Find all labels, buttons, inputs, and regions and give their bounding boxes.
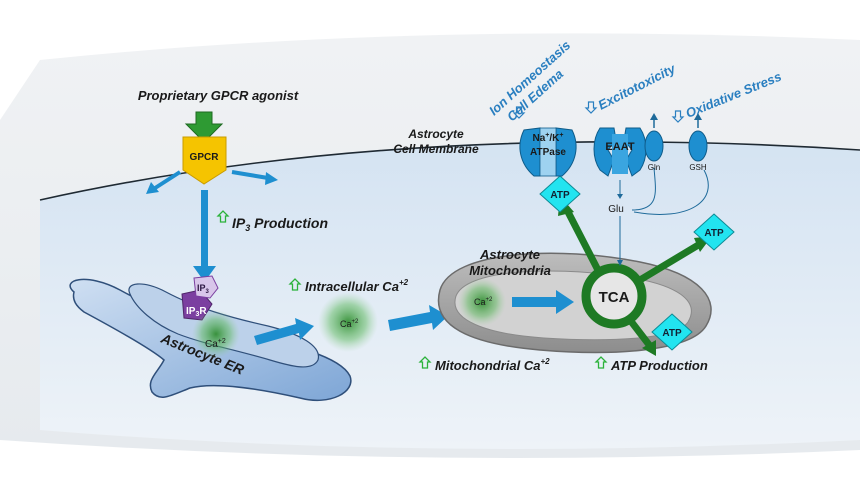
nak-label-line2: ATPase (530, 147, 566, 158)
atp-production-label: ATP Production (594, 356, 708, 373)
down-arrow-icon (671, 110, 685, 123)
up-arrow-icon (594, 356, 608, 369)
tca-to-atp-up-right-arrow (638, 240, 702, 284)
nak-na: Na (533, 133, 546, 144)
nak-k: /K (549, 133, 560, 144)
tca-label: TCA (599, 289, 630, 306)
mito-ca-sup: +2 (540, 357, 550, 366)
ca-er-sup: +2 (218, 338, 226, 345)
down-arrow-icon (512, 106, 526, 119)
gln-label: Gln (648, 163, 660, 172)
nak-label-line1: Na+/K+ (533, 132, 564, 144)
glu-to-gsh-curve (633, 169, 709, 215)
gpcr-left-arrowhead (146, 182, 159, 194)
nak-sup-2: + (559, 132, 563, 139)
atp-label-right: ATP (704, 228, 724, 239)
ip3r-suffix: R (199, 306, 207, 317)
agonist-arrow (184, 111, 224, 143)
er-to-cytosol-arrow (254, 318, 314, 345)
glu-label: Glu (608, 204, 624, 215)
atp-diamond-right: ATP (693, 213, 735, 251)
ip3r-sub: 3 (195, 311, 199, 318)
ca-label-er: Ca+2 (205, 338, 226, 350)
mitochondrial-ca-label: Mitochondrial Ca+2 (418, 356, 550, 373)
nak-sup-1: + (545, 132, 549, 139)
svg-text:Intracellular Ca+2: Intracellular Ca+2 (305, 278, 409, 294)
membrane-subtitle: Cell Membrane (393, 142, 479, 156)
gpcr-right-arrowhead (265, 172, 278, 185)
up-arrow-icon (418, 356, 432, 369)
gpcr-label: GPCR (190, 152, 220, 163)
ca-mito-text: Ca (474, 297, 486, 307)
svg-text:IP3 Production: IP3 Production (232, 215, 328, 233)
gln-transporter (644, 113, 664, 162)
gpcr-down-arrowhead (193, 266, 216, 282)
cell-membrane (39, 141, 860, 201)
atp-production-text: ATP Production (610, 358, 708, 373)
ca-cyto-sup: +2 (352, 319, 360, 325)
ca-glow-cytosol (318, 292, 378, 352)
atp-label-bottom: ATP (662, 328, 682, 339)
mito-ca-text: Mitochondrial Ca (435, 358, 540, 373)
ca-to-tca-arrow (512, 290, 574, 314)
tca-cycle (581, 263, 647, 329)
intracellular-ca-label: Intracellular Ca+2 (288, 278, 409, 294)
gpcr-right-arrow (231, 170, 269, 180)
membrane-title: Astrocyte (407, 127, 464, 141)
gsh-transporter (688, 113, 708, 162)
glu-to-tca-arrowhead (617, 260, 623, 266)
tca-to-atp-up-left-arrow (562, 206, 604, 276)
mito-title-2: Mitochondria (469, 263, 551, 278)
eaat-transporter (593, 127, 647, 177)
down-arrow-icon (584, 101, 598, 114)
glu-to-gln-curve (631, 167, 656, 211)
gpcr-left-arrow (150, 170, 182, 192)
up-arrow-icon (288, 278, 302, 291)
ip3-production-label: IP3 Production (216, 210, 328, 233)
intracellular-ca-text: Intracellular Ca (305, 279, 399, 294)
atp-diamond-left: ATP (539, 175, 581, 213)
gpcr-down-arrow (201, 190, 208, 268)
ca-glow-mito (458, 278, 506, 326)
ca-er-text: Ca (205, 339, 218, 350)
tca-to-atp-down-arrow (627, 317, 653, 349)
ca-cyto-text: Ca (340, 319, 352, 329)
na-k-atpase (519, 127, 577, 177)
ip3-tag-sub: 3 (206, 289, 210, 295)
ip3-tag-main: IP (197, 283, 206, 293)
eaat-label: EAAT (605, 141, 634, 153)
gsh-label: GSH (689, 163, 707, 172)
ip3-prefix: IP (232, 215, 246, 231)
ip3-production-suffix: Production (250, 215, 328, 231)
atp-diamond-bottom: ATP (651, 313, 693, 351)
cytosol-to-mito-arrow (388, 305, 448, 331)
ca-mito-sup: +2 (486, 297, 494, 303)
tca-down-arrowhead (642, 340, 656, 356)
mito-title-1: Astrocyte (479, 247, 540, 262)
gpcr-receptor (182, 136, 227, 185)
ip3-sub: 3 (245, 223, 250, 233)
ca-label-mito: Ca+2 (474, 297, 493, 307)
ca-glow-er (192, 310, 240, 358)
ip3r-main: IP (186, 306, 196, 317)
svg-text:Mitochondrial Ca+2: Mitochondrial Ca+2 (435, 357, 550, 373)
intracellular-ca-sup: +2 (399, 278, 409, 287)
ip3-ligand (193, 275, 219, 299)
ip3r-label: IP3R (186, 306, 207, 318)
agonist-label: Proprietary GPCR agonist (138, 88, 299, 103)
ip3-tag-label: IP3 (197, 283, 210, 295)
eaat-to-glu-arrowhead (617, 194, 623, 199)
ca-label-cytosol: Ca+2 (340, 319, 359, 329)
atp-label-left: ATP (550, 190, 570, 201)
up-arrow-icon (216, 210, 230, 223)
